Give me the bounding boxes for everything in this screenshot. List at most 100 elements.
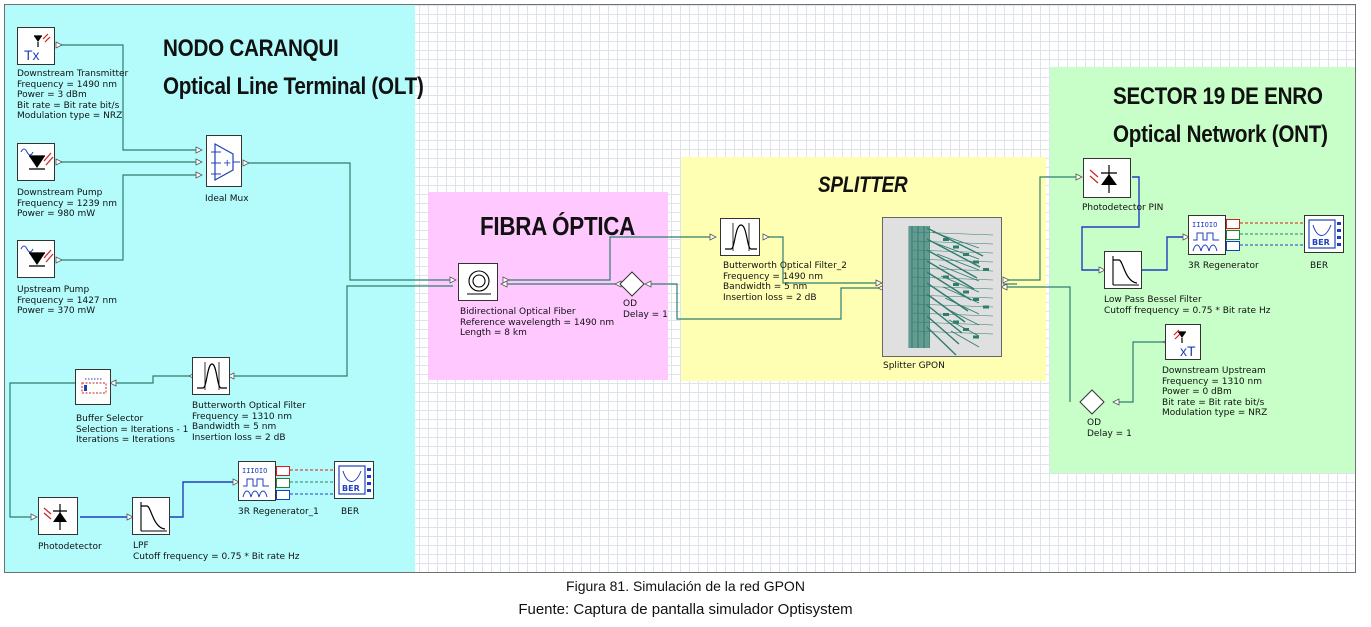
lowpass-filter-icon <box>140 502 167 532</box>
splitter-title: SPLITTER <box>818 172 908 197</box>
regenerator-3r-label: 3R Regenerator <box>1188 261 1259 271</box>
port <box>126 513 134 521</box>
buffer-selector[interactable] <box>75 369 111 405</box>
downstream-pump-label: Downstream Pump Frequency = 1239 nm Powe… <box>17 188 117 220</box>
ber-analyzer-1[interactable]: BER <box>334 461 374 499</box>
wire-lpf-regen1 <box>170 481 237 518</box>
splitter-branch <box>912 276 994 281</box>
od-2-label: OD Delay = 1 <box>1087 418 1132 439</box>
butterworth-optical-filter-1[interactable] <box>192 357 230 395</box>
olt-title: NODO CARANQUI <box>163 35 339 62</box>
regenerator-3r[interactable]: IIIOIO <box>1188 215 1226 255</box>
downstream-transmitter-label: Downstream Transmitter Frequency = 1490 … <box>17 69 129 122</box>
simulation-canvas: NODO CARANQUI Optical Line Terminal (OLT… <box>4 4 1356 573</box>
wire-splitter-od1 <box>647 283 880 320</box>
splitter-branch <box>912 303 994 308</box>
splitter-branch <box>912 267 994 272</box>
port <box>762 233 770 241</box>
port <box>195 158 203 166</box>
ber-analyzer-2[interactable]: BER <box>1304 215 1344 253</box>
ber-icon-text: BER <box>342 484 360 493</box>
photodiode-icon <box>1089 165 1117 193</box>
transmitter-icon-text: xT <box>1180 343 1196 359</box>
buffer-icon <box>81 378 107 394</box>
downstream-upstream-label: Downstream Upstream Frequency = 1310 nm … <box>1162 366 1268 419</box>
splitter-branch <box>912 249 994 254</box>
port <box>232 478 240 486</box>
low-pass-filter[interactable] <box>132 497 170 535</box>
od-1-label: OD Delay = 1 <box>623 299 668 320</box>
port <box>1075 173 1083 181</box>
downstream-upstream-transmitter[interactable]: xT <box>1165 324 1201 360</box>
od-1-symbol[interactable] <box>5 5 1356 573</box>
photodetector-label: Photodetector <box>38 542 102 552</box>
wire-bessel-regen <box>1142 236 1187 271</box>
splitter-branch <box>912 285 994 290</box>
low-pass-bessel-filter[interactable] <box>1104 251 1142 289</box>
bandpass-filter-icon <box>725 223 757 251</box>
photodetector[interactable] <box>38 497 78 535</box>
port <box>109 379 117 387</box>
ideal-mux[interactable]: + <box>206 135 242 187</box>
output-port-red <box>276 466 290 476</box>
splitter-branch <box>912 231 994 236</box>
regen-1-ports <box>276 464 290 500</box>
port <box>195 146 203 154</box>
figure-caption: Figura 81. Simulación de la red GPON <box>566 578 805 594</box>
mux-icon: + <box>211 142 240 182</box>
port <box>55 158 63 166</box>
splitter-port <box>943 275 949 279</box>
butterworth-optical-filter-2[interactable] <box>720 218 760 256</box>
splitter-branch <box>912 312 994 317</box>
port <box>1182 233 1190 241</box>
figure-source: Fuente: Captura de pantalla simulador Op… <box>518 601 853 618</box>
ber-analyzer-icon: BER <box>338 465 371 495</box>
splitter-gpon[interactable] <box>882 217 1002 357</box>
lowpass-filter-icon <box>1112 256 1139 286</box>
splitter-port <box>983 268 989 271</box>
od-2-symbol[interactable] <box>5 5 1356 573</box>
port <box>55 41 63 49</box>
transmitter-icon-text: Tx <box>24 47 40 63</box>
splitter-branch <box>926 304 963 334</box>
wire-fiber-bwf1 <box>230 285 453 377</box>
wire-bwf1-buffer <box>112 375 191 384</box>
regenerator-icon: IIIOIO <box>1192 221 1219 252</box>
fiber-title: FIBRA ÓPTICA <box>480 211 636 241</box>
regen-ports <box>1226 217 1240 253</box>
bitstream-text: IIIOIO <box>242 467 267 475</box>
splitter-branch <box>926 282 969 312</box>
photodetector-pin[interactable] <box>1083 158 1131 198</box>
wire-buffer-pd <box>9 382 75 518</box>
wire-od2-splitter <box>1003 286 1071 402</box>
low-pass-bessel-filter-label: Low Pass Bessel Filter Cutoff frequency … <box>1104 295 1271 316</box>
transmitter-icon <box>1173 329 1186 343</box>
splitter-branch <box>926 260 975 290</box>
wire-tx-mux <box>60 44 200 151</box>
downstream-pump[interactable] <box>17 143 55 181</box>
output-port-blue <box>1226 241 1240 251</box>
splitter-port <box>953 245 959 249</box>
splitter-branch <box>950 330 980 348</box>
port <box>644 280 652 288</box>
bidirectional-optical-fiber[interactable] <box>458 263 498 301</box>
output-port-green <box>276 478 290 488</box>
downstream-transmitter[interactable]: Tx <box>17 27 55 65</box>
splitter-branch <box>926 315 960 345</box>
upstream-pump[interactable] <box>17 240 55 278</box>
wire-dsus-od2 <box>1115 341 1165 403</box>
regenerator-1[interactable]: IIIOIO <box>238 461 276 501</box>
laser-pump-icon <box>20 148 54 170</box>
port <box>1112 398 1120 406</box>
regenerator-icon: IIIOIO <box>242 467 269 498</box>
bidirectional-optical-fiber-label: Bidirectional Optical Fiber Reference wa… <box>460 307 615 339</box>
ber-analyzer-2-label: BER <box>1310 261 1329 271</box>
output-port-red <box>1226 219 1240 229</box>
svg-text:+: + <box>223 158 231 169</box>
buffer-selector-label: Buffer Selector Selection = Iterations -… <box>76 414 189 446</box>
splitter-branch <box>940 275 980 293</box>
wire-bwf2-splitter <box>763 236 880 284</box>
bitstream-text: IIIOIO <box>1192 221 1217 229</box>
port <box>227 372 235 380</box>
bandpass-filter-icon <box>197 362 227 390</box>
